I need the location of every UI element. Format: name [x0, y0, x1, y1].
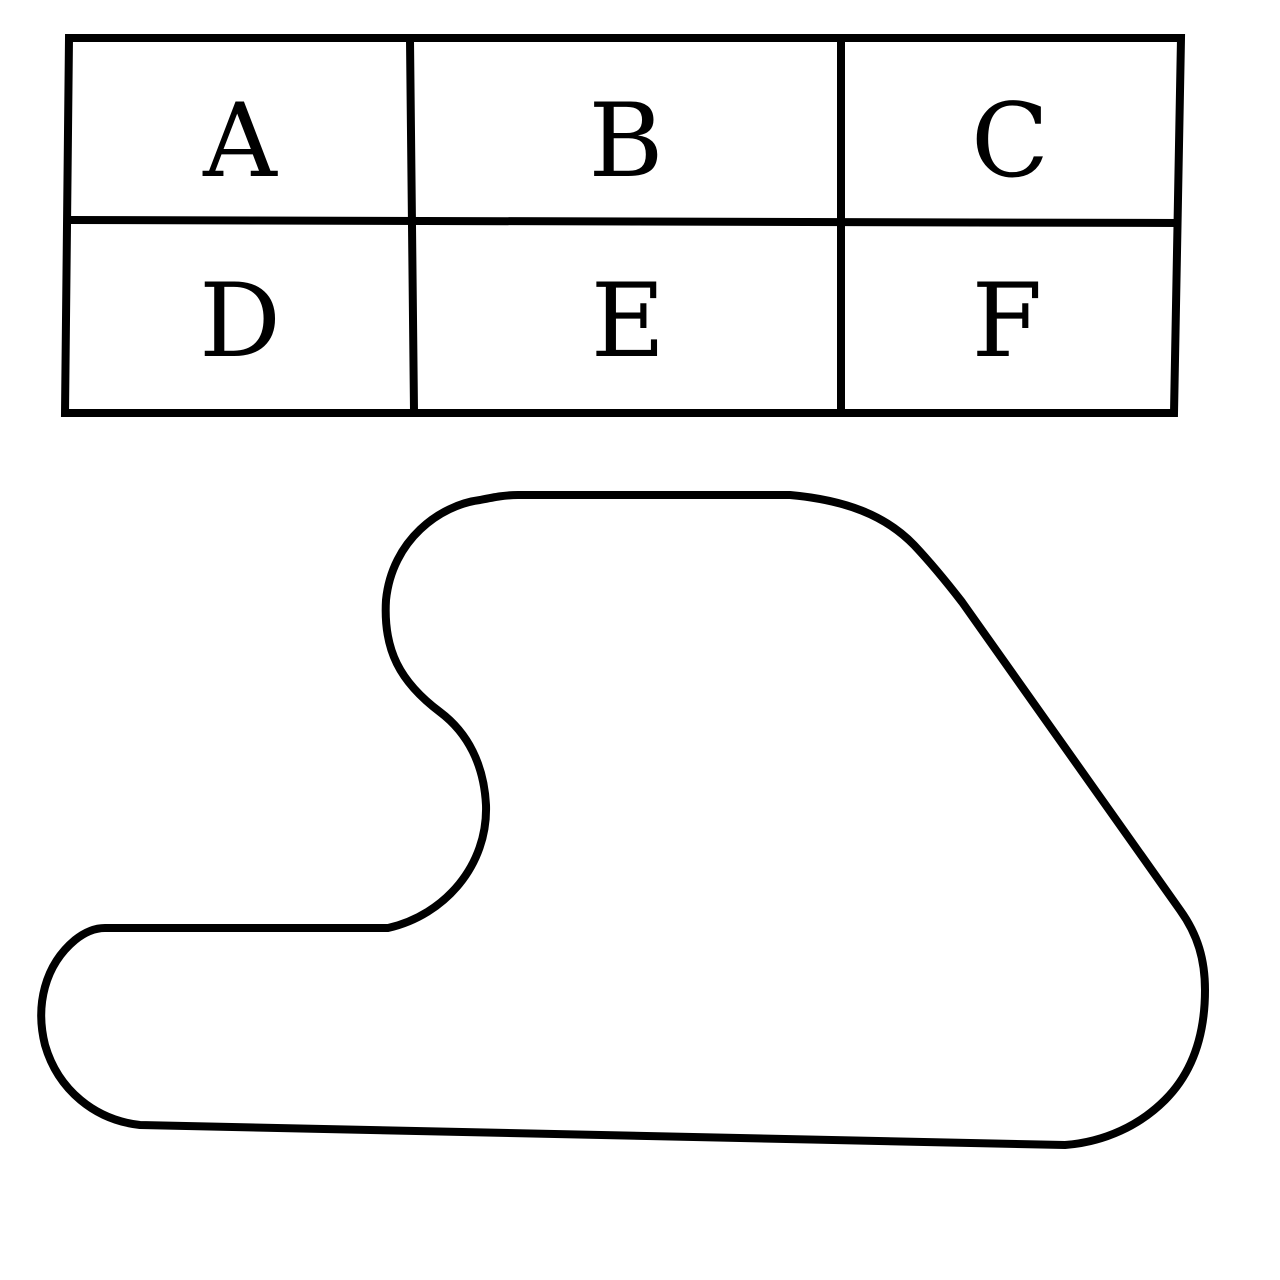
grid-border [60, 34, 1186, 417]
cell-label-d: D [199, 262, 281, 381]
cell-label-b: B [589, 82, 664, 201]
grid-column-divider-1 [405, 35, 419, 416]
cell-label-e: E [591, 262, 665, 381]
track-outline-shape [37, 491, 1209, 1149]
grid-row-divider [66, 215, 1182, 228]
cell-label-c: C [971, 82, 1049, 201]
cell-label-f: F [972, 262, 1043, 381]
label-grid: A B C D E F [60, 34, 1186, 417]
cell-label-a: A [202, 82, 278, 201]
